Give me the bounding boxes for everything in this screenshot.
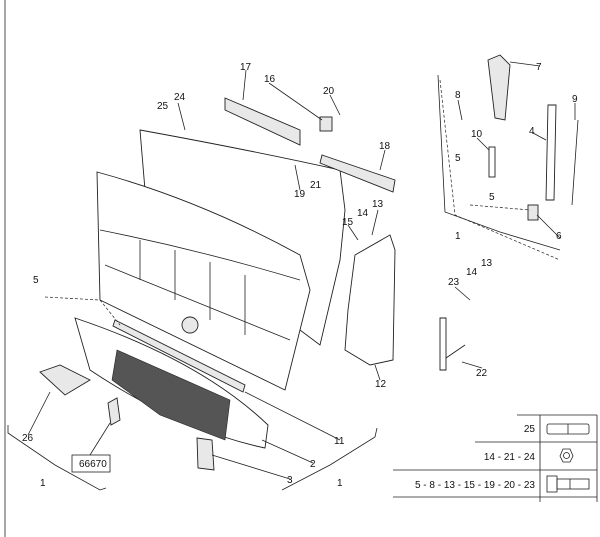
hinge-bracket (487, 54, 511, 121)
group-bracket-right (281, 427, 378, 491)
upper-bar (224, 97, 301, 146)
callout-22: 22 (476, 368, 488, 379)
callout-1: 1 (337, 478, 343, 489)
rod-4 (545, 104, 557, 201)
clip-6 (527, 204, 539, 221)
washer-spacer-icon (546, 423, 590, 435)
side-panel (344, 234, 396, 366)
callout-10: 10 (471, 129, 483, 140)
callout-12: 12 (375, 379, 387, 390)
legend-row-25: 25 (524, 424, 536, 435)
callout-1-right: 1 (455, 231, 461, 242)
callout-19: 19 (294, 189, 306, 200)
upper-bar-right (319, 154, 396, 193)
pin-10 (488, 146, 496, 178)
callout-23: 23 (448, 277, 460, 288)
callout-8: 8 (455, 90, 461, 101)
callout-14: 14 (357, 208, 369, 219)
strut-9 (571, 119, 579, 206)
legend-row-nuts: 14 - 21 - 24 (484, 452, 536, 463)
callout-18: 18 (379, 141, 391, 152)
callout-11: 11 (334, 436, 345, 447)
callout-labels: 17 16 20 25 24 18 19 21 15 14 13 12 11 2… (22, 62, 578, 489)
clip-26 (39, 364, 91, 396)
callout-13-right: 13 (481, 258, 493, 269)
dashed-leaders (44, 79, 561, 326)
panel-detail (99, 229, 301, 341)
nut-icon (559, 448, 574, 463)
callout-16: 16 (264, 74, 276, 85)
callout-5-left: 5 (33, 275, 39, 286)
callout-6: 6 (556, 231, 562, 242)
callout-20: 20 (323, 86, 335, 97)
callout-5-right: 5 (455, 153, 461, 164)
group-bracket-left (7, 425, 107, 491)
callout-4: 4 (529, 126, 535, 137)
grille-mesh (111, 349, 231, 441)
callout-15: 15 (342, 217, 354, 228)
logo-mount (181, 316, 199, 334)
strip-bar (112, 319, 246, 393)
callout-21: 21 (310, 180, 322, 191)
front-panel (96, 171, 311, 391)
group-bracket-top-right (437, 74, 561, 251)
callout-7: 7 (536, 62, 542, 73)
callout-5-lower: 5 (489, 192, 495, 203)
legend-grid (393, 414, 598, 502)
callout-14-right: 14 (466, 267, 478, 278)
callout-25: 25 (157, 101, 169, 112)
bracket (196, 437, 215, 471)
logo-badge (107, 397, 121, 426)
callout-24: 24 (174, 92, 186, 103)
callout-2: 2 (310, 459, 316, 470)
leader-lines (27, 61, 576, 480)
bolt-icon (546, 475, 590, 493)
callout-3: 3 (287, 475, 293, 486)
clip-16 (319, 116, 333, 132)
reference-box (71, 454, 111, 473)
callout-9: 9 (572, 94, 578, 105)
callout-26: 26 (22, 433, 34, 444)
callout-17: 17 (240, 62, 252, 73)
stay-22 (439, 317, 466, 371)
callout-1-left: 1 (40, 478, 46, 489)
fastener-legend: 25 14 - 21 - 24 5 - 8 - 13 - 15 - 19 - 2… (393, 414, 598, 502)
callout-13: 13 (372, 199, 384, 210)
legend-row-bolts: 5 - 8 - 13 - 15 - 19 - 20 - 23 (415, 480, 535, 491)
reference-number: 66670 (79, 459, 107, 470)
